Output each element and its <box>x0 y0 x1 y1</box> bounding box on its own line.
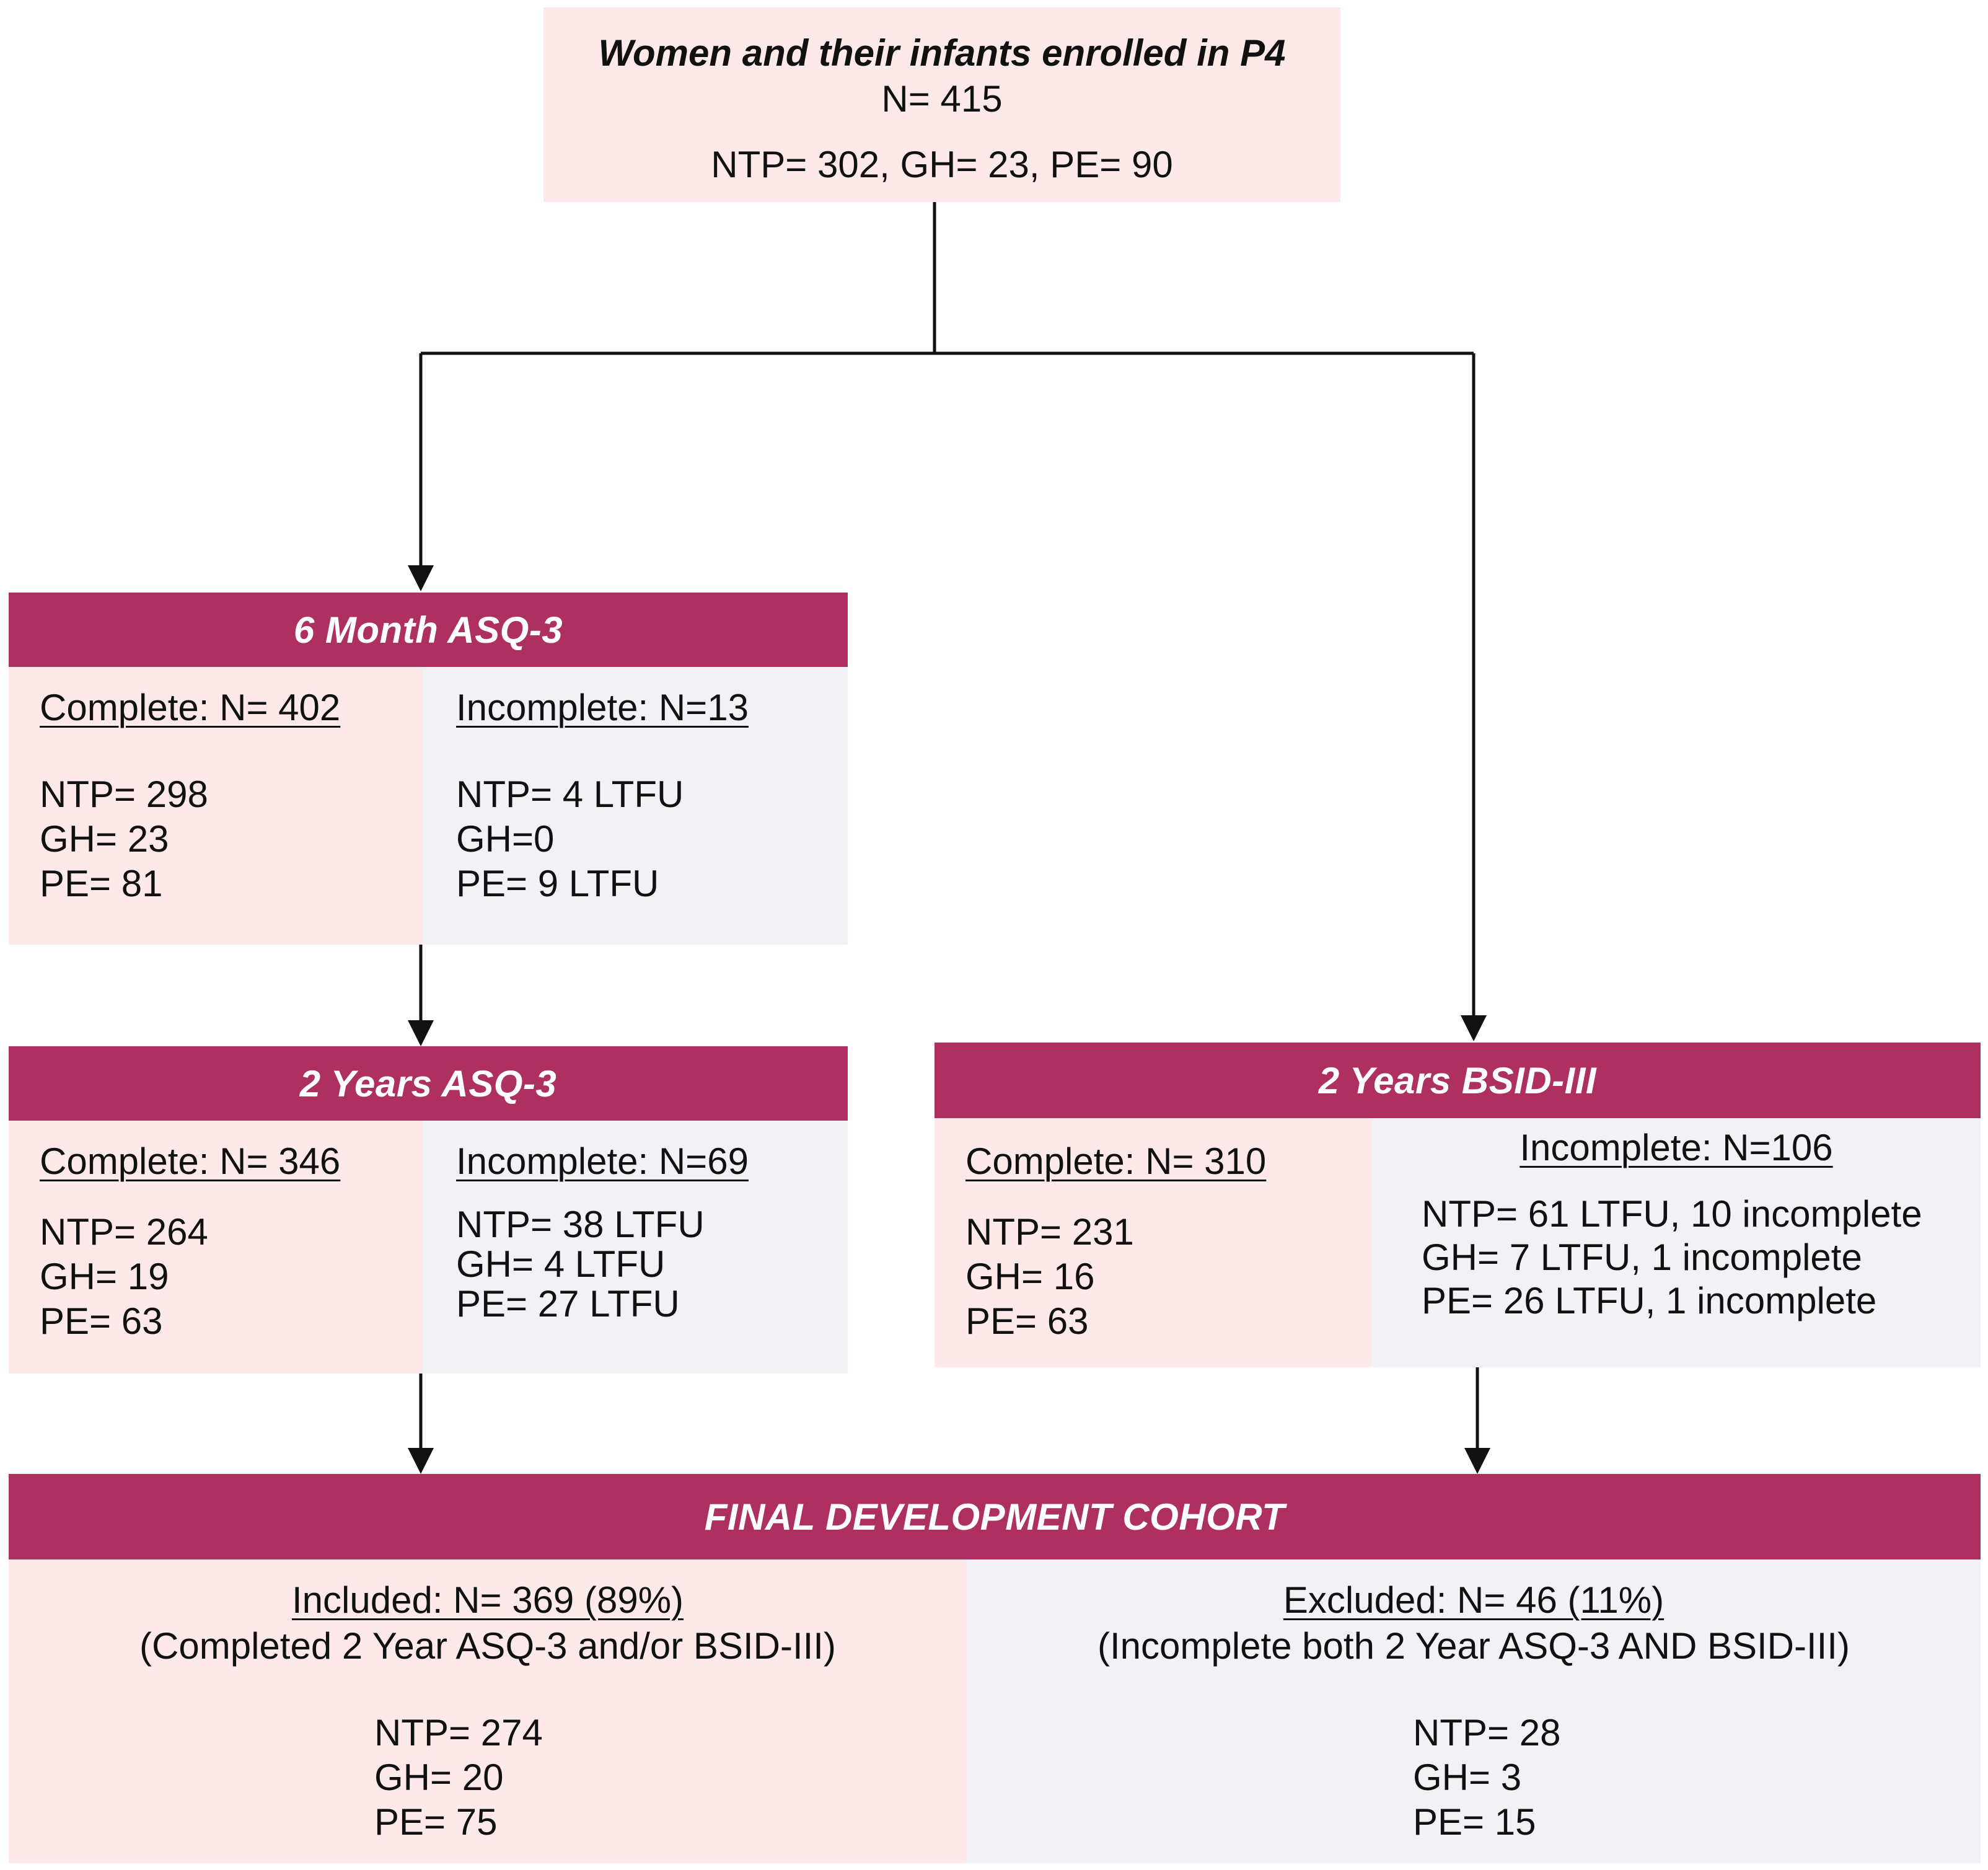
count-line: NTP= 4 LTFU <box>456 774 684 815</box>
count-line: NTP= 38 LTFU <box>456 1204 705 1245</box>
count-line: NTP= 298 <box>40 774 208 815</box>
count-line: GH=0 <box>456 818 555 860</box>
count-line: GH= 23 <box>40 818 169 860</box>
count-line: NTP= 231 <box>965 1211 1134 1253</box>
years2-bsid-incomplete-panel: Incomplete: N=106 NTP= 61 LTFU, 10 incom… <box>1372 1118 1981 1367</box>
enrollment-groups: NTP= 302, GH= 23, PE= 90 <box>711 144 1173 185</box>
month6-complete-panel: Complete: N= 402 NTP= 298 GH= 23 PE= 81 <box>9 667 423 945</box>
years2-bsid-incomplete-counts: NTP= 61 LTFU, 10 incomplete GH= 7 LTFU, … <box>1422 1193 1922 1323</box>
years2-asq3-header: 2 Years ASQ-3 <box>9 1046 848 1121</box>
month6-complete-counts: NTP= 298 GH= 23 PE= 81 <box>40 772 208 906</box>
years2-bsid-complete-counts: NTP= 231 GH= 16 PE= 63 <box>965 1210 1134 1344</box>
included-heading: Included: N= 369 (89%) <box>291 1579 684 1621</box>
count-line: NTP= 61 LTFU, 10 incomplete <box>1422 1193 1922 1235</box>
years2-asq3-incomplete-heading: Incomplete: N=69 <box>456 1140 749 1182</box>
month6-incomplete-heading: Incomplete: N=13 <box>456 687 749 728</box>
count-line: PE= 63 <box>965 1300 1089 1342</box>
count-line: GH= 16 <box>965 1256 1095 1297</box>
month6-asq3-header: 6 Month ASQ-3 <box>9 593 848 667</box>
month6-incomplete-panel: Incomplete: N=13 NTP= 4 LTFU GH=0 PE= 9 … <box>423 667 848 945</box>
final-cohort-header: FINAL DEVELOPMENT COHORT <box>9 1474 1981 1559</box>
excluded-heading: Excluded: N= 46 (11%) <box>1283 1579 1665 1621</box>
count-line: PE= 81 <box>40 863 163 904</box>
arrowheads <box>408 565 1490 1474</box>
enrollment-title: Women and their infants enrolled in P4 <box>598 32 1286 74</box>
included-note: (Completed 2 Year ASQ-3 and/or BSID-III) <box>139 1625 836 1667</box>
arrowhead <box>408 1020 434 1046</box>
years2-asq3-complete-counts: NTP= 264 GH= 19 PE= 63 <box>40 1210 208 1344</box>
years2-asq3-incomplete-panel: Incomplete: N=69 NTP= 38 LTFU GH= 4 LTFU… <box>423 1121 848 1374</box>
years2-bsid-incomplete-heading: Incomplete: N=106 <box>1520 1127 1833 1168</box>
excluded-counts: NTP= 28 GH= 3 PE= 15 <box>1413 1711 1560 1845</box>
count-line: PE= 63 <box>40 1300 163 1342</box>
count-line: GH= 7 LTFU, 1 incomplete <box>1422 1237 1862 1278</box>
arrowhead <box>408 1448 434 1474</box>
excluded-note: (Incomplete both 2 Year ASQ-3 AND BSID-I… <box>1097 1625 1850 1667</box>
count-line: GH= 19 <box>40 1256 169 1297</box>
count-line: PE= 9 LTFU <box>456 863 659 904</box>
enrollment-box: Women and their infants enrolled in P4 N… <box>543 7 1340 202</box>
arrowhead <box>1464 1448 1490 1474</box>
connector-lines <box>419 202 1479 1448</box>
final-included-panel: Included: N= 369 (89%) (Completed 2 Year… <box>9 1559 967 1863</box>
years2-asq3-complete-panel: Complete: N= 346 NTP= 264 GH= 19 PE= 63 <box>9 1121 423 1374</box>
years2-bsid-header: 2 Years BSID-III <box>935 1043 1981 1118</box>
final-excluded-panel: Excluded: N= 46 (11%) (Incomplete both 2… <box>967 1559 1981 1863</box>
years2-bsid-complete-heading: Complete: N= 310 <box>965 1140 1267 1182</box>
month6-complete-heading: Complete: N= 402 <box>40 687 341 728</box>
count-line: PE= 15 <box>1413 1801 1536 1843</box>
arrowhead <box>1461 1015 1487 1041</box>
count-line: PE= 75 <box>374 1801 498 1843</box>
arrowhead <box>408 565 434 591</box>
month6-incomplete-counts: NTP= 4 LTFU GH=0 PE= 9 LTFU <box>456 772 684 906</box>
years2-bsid-complete-panel: Complete: N= 310 NTP= 231 GH= 16 PE= 63 <box>935 1118 1372 1367</box>
count-line: GH= 4 LTFU <box>456 1243 666 1285</box>
count-line: PE= 26 LTFU, 1 incomplete <box>1422 1280 1877 1321</box>
count-line: NTP= 274 <box>374 1712 543 1753</box>
count-line: NTP= 264 <box>40 1211 208 1253</box>
count-line: GH= 20 <box>374 1757 504 1798</box>
years2-asq3-complete-heading: Complete: N= 346 <box>40 1140 341 1182</box>
count-line: GH= 3 <box>1413 1757 1522 1798</box>
count-line: NTP= 28 <box>1413 1712 1561 1753</box>
enrollment-n: N= 415 <box>881 78 1003 120</box>
count-line: PE= 27 LTFU <box>456 1283 680 1325</box>
years2-asq3-incomplete-counts: NTP= 38 LTFU GH= 4 LTFU PE= 27 LTFU <box>456 1205 705 1324</box>
included-counts: NTP= 274 GH= 20 PE= 75 <box>374 1711 543 1845</box>
